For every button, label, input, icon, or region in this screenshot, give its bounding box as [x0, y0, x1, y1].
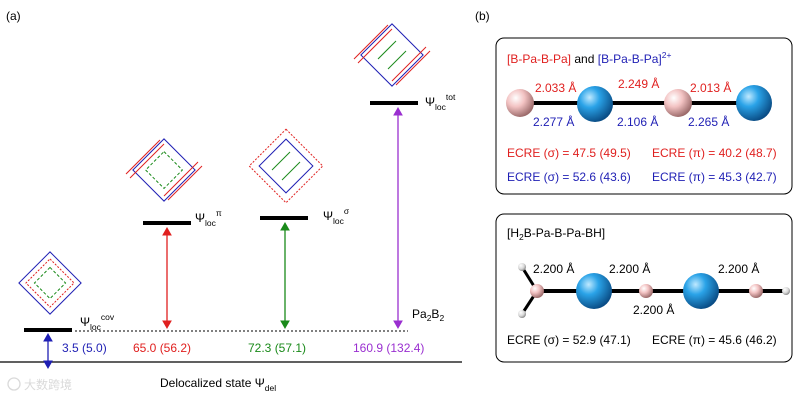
- arrow-tot: [393, 106, 403, 330]
- atom-b1: [506, 89, 534, 117]
- atom-h2: [518, 310, 526, 318]
- bond-h2b-1: 2.200 Å: [533, 261, 574, 276]
- arrow-cov: [43, 332, 53, 370]
- atom-b4: [639, 284, 653, 298]
- panel-b-label: (b): [475, 9, 490, 23]
- atom-pa4: [683, 273, 719, 309]
- atom-h3: [782, 287, 790, 295]
- atom-b3: [530, 284, 544, 298]
- diagram-pi: [125, 138, 203, 202]
- pa2b2-label: Pa2B2: [412, 307, 444, 323]
- diagram-cov: [18, 251, 82, 315]
- baseline-label: Delocalized state Ψdel: [160, 376, 276, 393]
- ecre2-sigma: ECRE (σ) = 52.9 (47.1): [507, 333, 631, 347]
- bond-h2b-2: 2.200 Å: [609, 261, 650, 276]
- diagram-sigma: [248, 128, 324, 204]
- energy-pi: 65.0 (56.2): [133, 341, 191, 355]
- box1-title: [B-Pa-B-Pa] and [B-Pa-B-Pa]2+: [507, 50, 671, 66]
- panel-a-label: (a): [6, 9, 21, 23]
- watermark-text: 大数跨境: [24, 377, 72, 392]
- bond-h2b-4: 2.200 Å: [718, 261, 759, 276]
- bond-red-2: 2.249 Å: [618, 76, 659, 91]
- bond-blue-2: 2.106 Å: [617, 114, 658, 129]
- atom-pa2: [736, 85, 772, 121]
- atom-b2: [664, 89, 692, 117]
- bond-blue-1: 2.277 Å: [533, 114, 574, 129]
- atom-h1: [518, 263, 526, 271]
- diagram-tot: [353, 23, 431, 87]
- ecre2-pi: ECRE (π) = 45.6 (46.2): [652, 333, 777, 347]
- label-psi-sigma: Ψlocσ: [323, 206, 350, 226]
- ecre-blue-sigma: ECRE (σ) = 52.6 (43.6): [507, 170, 631, 184]
- bond-red-1: 2.033 Å: [535, 80, 576, 95]
- ecre-blue-pi: ECRE (π) = 45.3 (42.7): [652, 170, 777, 184]
- bond-blue-3: 2.265 Å: [688, 114, 729, 129]
- watermark: 大数跨境: [7, 377, 72, 392]
- energy-sigma: 72.3 (57.1): [248, 341, 306, 355]
- label-psi-pi: Ψlocπ: [195, 208, 222, 228]
- energy-tot: 160.9 (132.4): [353, 341, 424, 355]
- atom-pa3: [576, 273, 612, 309]
- arrow-pi: [162, 226, 172, 330]
- box2-title: [H2B-Pa-B-Pa-BH]: [507, 226, 605, 242]
- box-1: [495, 37, 793, 195]
- energy-cov: 3.5 (5.0): [62, 341, 107, 355]
- arrow-sigma: [280, 221, 290, 330]
- ecre-red-sigma: ECRE (σ) = 47.5 (49.5): [507, 146, 631, 160]
- atom-b5: [749, 284, 763, 298]
- bond-h2b-3: 2.200 Å: [633, 302, 674, 317]
- bond-red-3: 2.013 Å: [690, 80, 731, 95]
- label-psi-tot: Ψloctot: [425, 92, 456, 112]
- ecre-red-pi: ECRE (π) = 40.2 (48.7): [652, 146, 777, 160]
- atom-pa1: [577, 86, 613, 122]
- label-psi-cov: Ψloccov: [80, 312, 115, 332]
